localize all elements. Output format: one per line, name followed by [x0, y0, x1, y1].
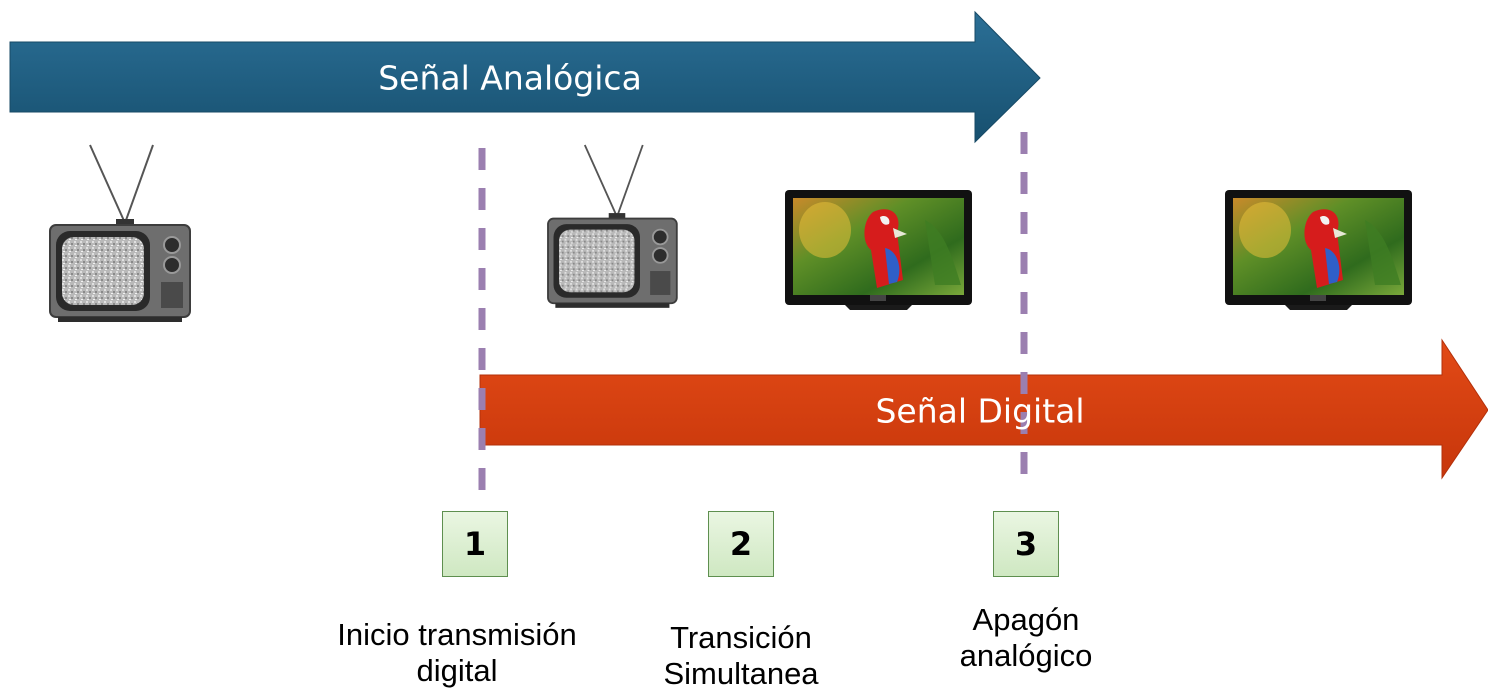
step-1-box: 1 [442, 511, 508, 577]
step-2-label-line1: Transición [670, 620, 812, 655]
step-1-label-line1: Inicio transmisión [337, 617, 577, 652]
step-2-label: Transición Simultanea [663, 620, 818, 692]
step-2-label-line2: Simultanea [663, 656, 819, 691]
step-3-box: 3 [993, 511, 1059, 577]
step-3-label-line2: analógico [959, 638, 1093, 673]
step-3-label: Apagón analógico [960, 602, 1093, 674]
step-2-box: 2 [708, 511, 774, 577]
retro-tv-icon [547, 144, 678, 308]
flat-screen-tv-icon [1225, 190, 1412, 310]
digital-signal-arrow [479, 338, 1488, 480]
step-1-label-line2: digital [416, 653, 498, 688]
analog-signal-arrow [9, 10, 1041, 144]
analog-signal-label: Señal Analógica [378, 58, 642, 98]
flat-screen-tv-icon [785, 190, 972, 310]
step-1-label: Inicio transmisión digital [337, 617, 576, 689]
retro-tv-icon [49, 144, 191, 322]
digital-signal-label: Señal Digital [875, 391, 1085, 431]
step-3-label-line1: Apagón [972, 602, 1080, 637]
